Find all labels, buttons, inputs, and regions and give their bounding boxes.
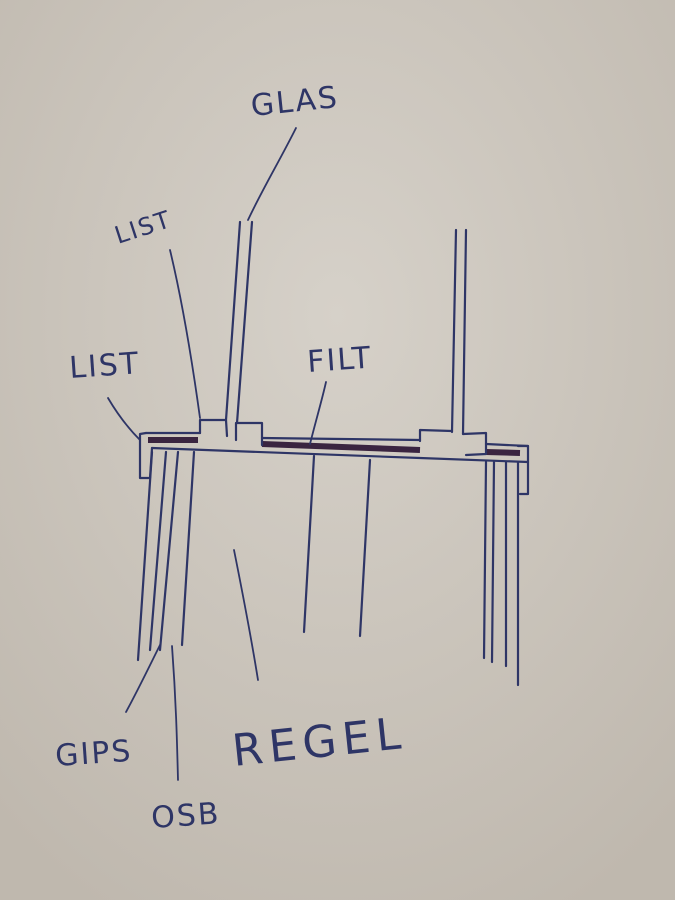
gips-layer-outer: [136, 450, 154, 662]
glass-pane-right-outer: [450, 228, 458, 434]
sill-bottom-line: [150, 446, 530, 464]
glass-bead-left-b: [234, 421, 264, 447]
leader-list-upper: [169, 249, 201, 419]
osb-layer-outer: [158, 450, 180, 652]
label-gips: GIPS: [54, 734, 133, 774]
stud-line-right: [358, 458, 372, 638]
glass-pane-left-outer: [224, 220, 242, 422]
right-edge-list: [516, 444, 530, 496]
glass-bead-left-a: [198, 418, 229, 438]
stud-line-left: [302, 454, 316, 634]
right-wall-layer-1: [482, 460, 488, 660]
leader-glas: [247, 127, 297, 221]
felt-strip-middle: [261, 441, 421, 453]
leader-list-lower: [107, 397, 141, 441]
leader-osb: [171, 645, 179, 781]
glass-bead-right: [418, 428, 488, 457]
label-osb: OSB: [150, 796, 222, 836]
leader-gips: [125, 644, 161, 713]
gips-layer-inner: [148, 450, 168, 652]
glass-pane-right-inner: [461, 228, 468, 436]
right-wall-layer-2: [490, 460, 496, 664]
glass-pane-left-inner: [235, 220, 254, 425]
felt-strip-right: [485, 449, 521, 456]
label-list-lower: LIST: [68, 346, 141, 386]
label-filt: FILT: [306, 341, 373, 380]
leader-regel: [233, 549, 259, 681]
leader-filt: [309, 381, 327, 445]
osb-layer-inner: [180, 450, 196, 647]
